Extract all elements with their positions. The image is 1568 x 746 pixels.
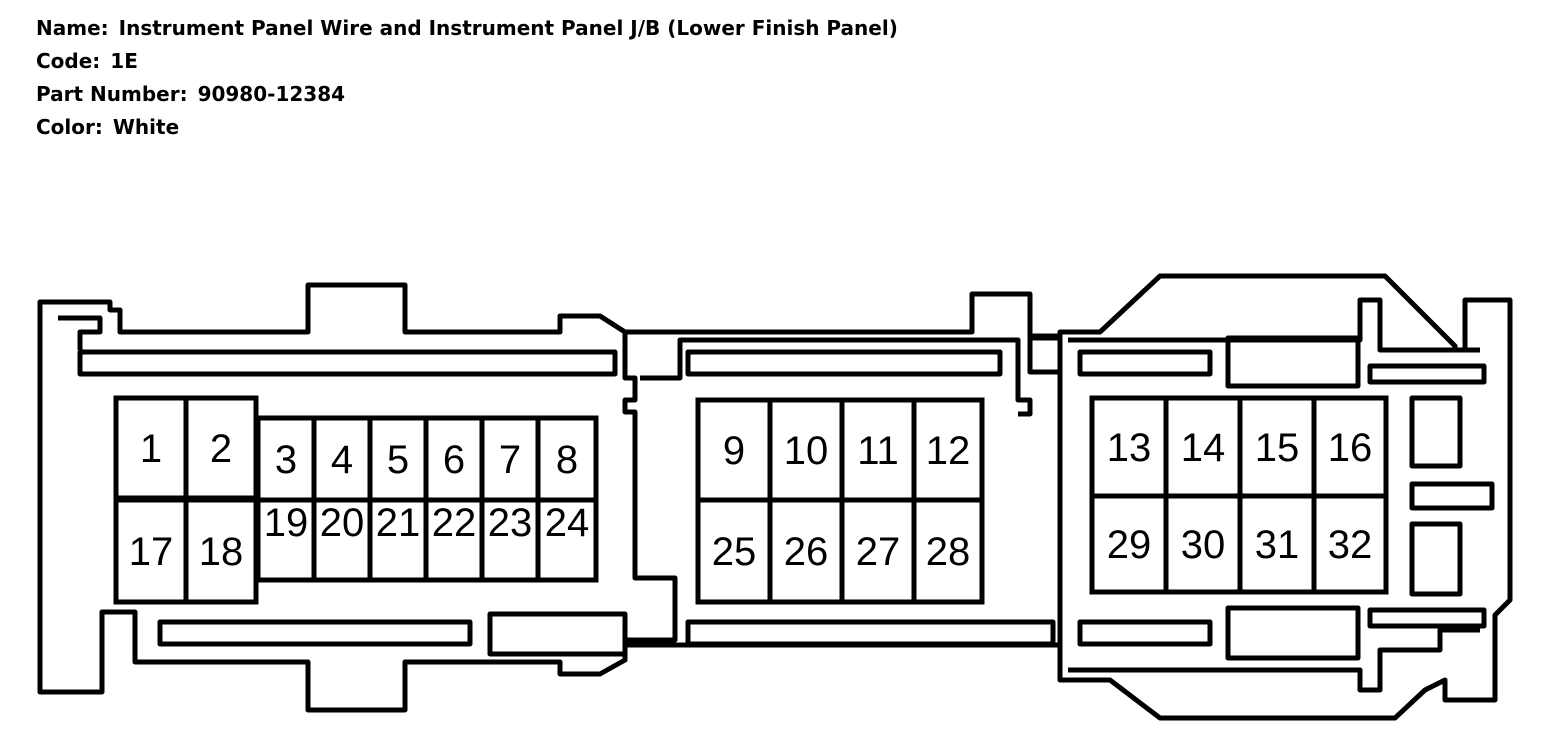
pin-label-15: 15 — [1255, 426, 1300, 470]
pin-label-3: 3 — [275, 438, 297, 482]
pin-label-7: 7 — [499, 438, 521, 482]
color-row: Color: White — [36, 111, 898, 144]
pin-label-22: 22 — [432, 501, 477, 545]
middle-small-block — [1027, 335, 1063, 375]
pin-label-16: 16 — [1328, 426, 1373, 470]
pin-label-2: 2 — [210, 427, 232, 471]
middle-bottom-latch-bar — [685, 619, 1056, 647]
left-bottom-latch-bar-2 — [487, 611, 628, 657]
left-housing-inner — [58, 315, 103, 350]
pin-label-31: 31 — [1255, 523, 1300, 567]
middle-top-latch-bar — [685, 349, 1003, 377]
pin-label-5: 5 — [387, 438, 409, 482]
pin-label-32: 32 — [1328, 523, 1373, 567]
color-label: Color: — [36, 115, 103, 139]
pin-label-14: 14 — [1181, 426, 1226, 470]
right-lock-middle — [1409, 481, 1495, 511]
pin-label-4: 4 — [331, 438, 353, 482]
pin-label-29: 29 — [1107, 523, 1152, 567]
pin-label-26: 26 — [784, 530, 829, 574]
pin-label-12: 12 — [926, 429, 971, 473]
right-top-slot — [1367, 363, 1487, 385]
pin-label-28: 28 — [926, 530, 971, 574]
pin-label-13: 13 — [1107, 426, 1152, 470]
right-top-block — [1225, 335, 1361, 389]
pin-label-23: 23 — [488, 501, 533, 545]
pin-label-1: 1 — [140, 427, 162, 471]
right-top-latch-bar — [1077, 349, 1213, 377]
part-number-value: 90980-12384 — [197, 82, 346, 106]
part-number-row: Part Number: 90980-12384 — [36, 78, 898, 111]
pin-label-19: 19 — [264, 501, 309, 545]
right-housing-inner-bottom — [1068, 627, 1480, 693]
pin-label-11: 11 — [857, 429, 899, 473]
name-label: Name: — [36, 16, 109, 40]
right-lock-upper — [1409, 395, 1463, 469]
part-number-label: Part Number: — [36, 82, 188, 106]
right-bottom-latch-bar — [1077, 619, 1213, 647]
right-lock-lower — [1409, 521, 1463, 597]
pin-label-9: 9 — [723, 429, 745, 473]
connector-info: Name: Instrument Panel Wire and Instrumen… — [36, 12, 898, 144]
pin-label-20: 20 — [320, 501, 365, 545]
right-housing-outline — [1057, 273, 1513, 721]
pin-label-27: 27 — [856, 530, 901, 574]
left-housing-outline — [37, 282, 678, 713]
pin-cell-32 — [1311, 493, 1389, 595]
right-bottom-slot — [1367, 607, 1487, 629]
pin-label-18: 18 — [199, 530, 244, 574]
pin-label-10: 10 — [784, 429, 829, 473]
pin-label-30: 30 — [1181, 523, 1226, 567]
code-row: Code: 1E — [36, 45, 898, 78]
pin-label-17: 17 — [129, 530, 174, 574]
color-value: White — [112, 115, 180, 139]
left-top-latch-bar — [77, 349, 618, 377]
name-value: Instrument Panel Wire and Instrument Pan… — [118, 16, 898, 40]
pin-cell-28 — [911, 497, 985, 605]
name-row: Name: Instrument Panel Wire and Instrumen… — [36, 12, 898, 45]
pin-label-6: 6 — [443, 438, 465, 482]
pin-label-25: 25 — [712, 530, 757, 574]
code-label: Code: — [36, 49, 101, 73]
middle-housing-inner — [640, 337, 1033, 417]
code-value: 1E — [110, 49, 138, 73]
pin-label-8: 8 — [556, 438, 578, 482]
pin-label-24: 24 — [545, 501, 590, 545]
left-bottom-latch-bar — [157, 619, 473, 647]
pin-cell-24 — [535, 497, 599, 583]
pin-label-21: 21 — [376, 501, 421, 545]
right-bottom-block — [1225, 605, 1361, 661]
